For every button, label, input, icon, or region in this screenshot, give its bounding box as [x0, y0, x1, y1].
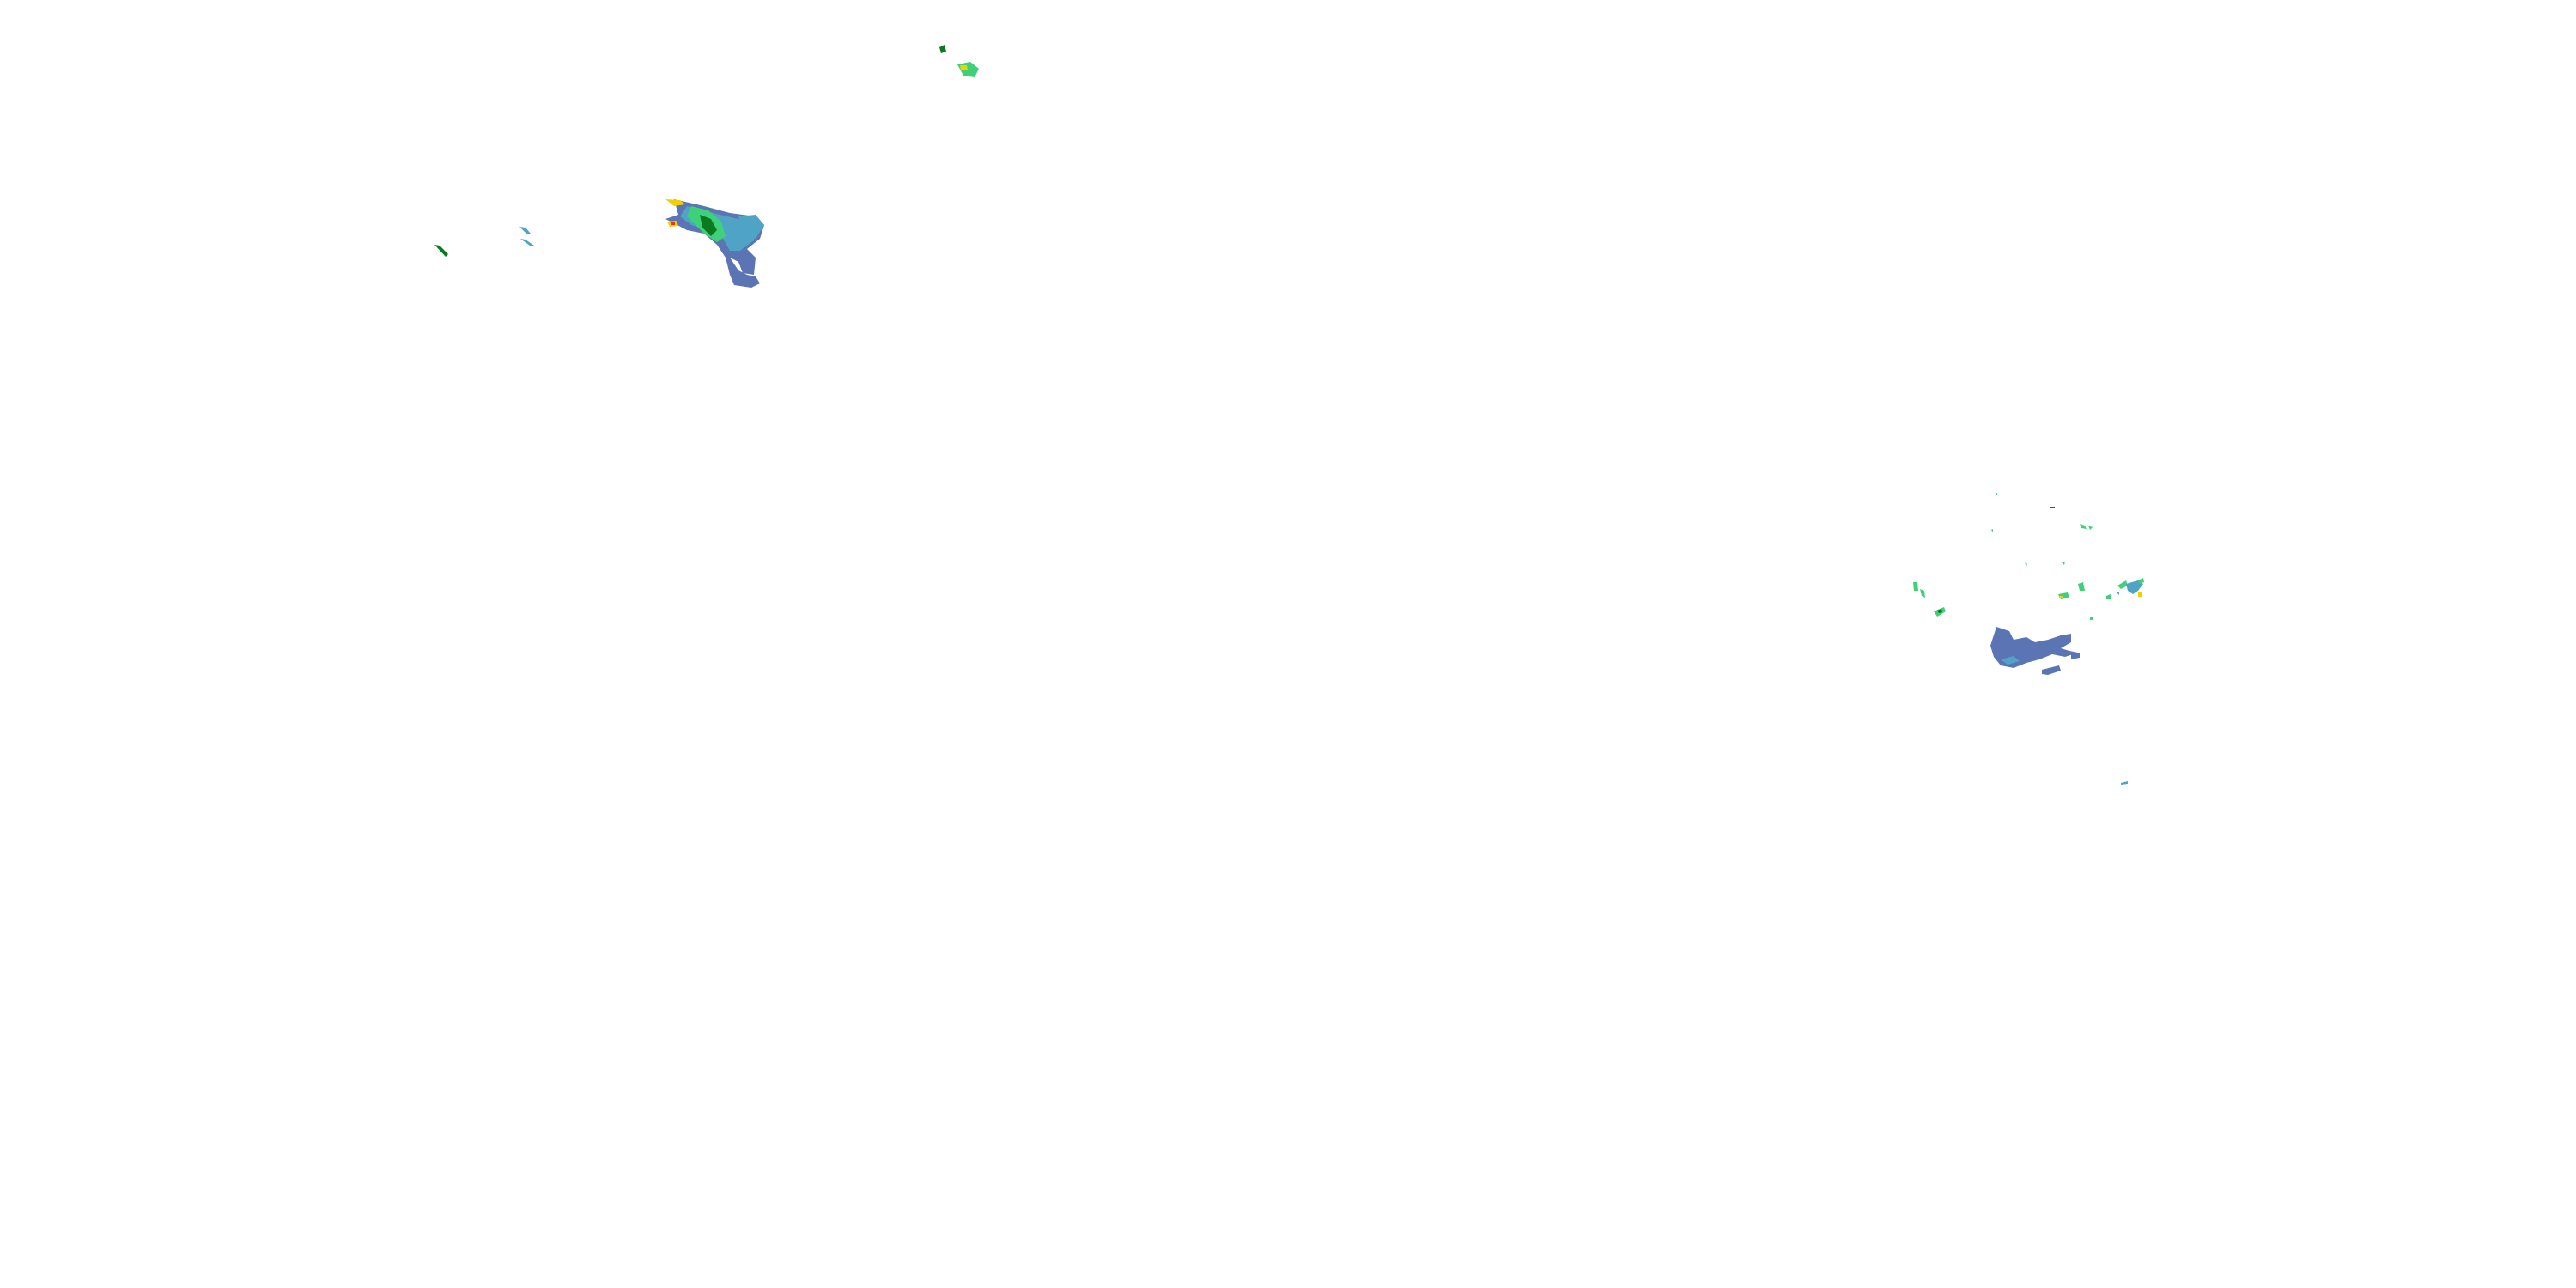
precip-cell-north [939, 45, 979, 77]
precip-area-east [1990, 627, 2080, 675]
precip-cells-east [1913, 493, 2144, 785]
precip-cell-northwest [665, 199, 764, 288]
precip-streaks-west [434, 227, 534, 257]
